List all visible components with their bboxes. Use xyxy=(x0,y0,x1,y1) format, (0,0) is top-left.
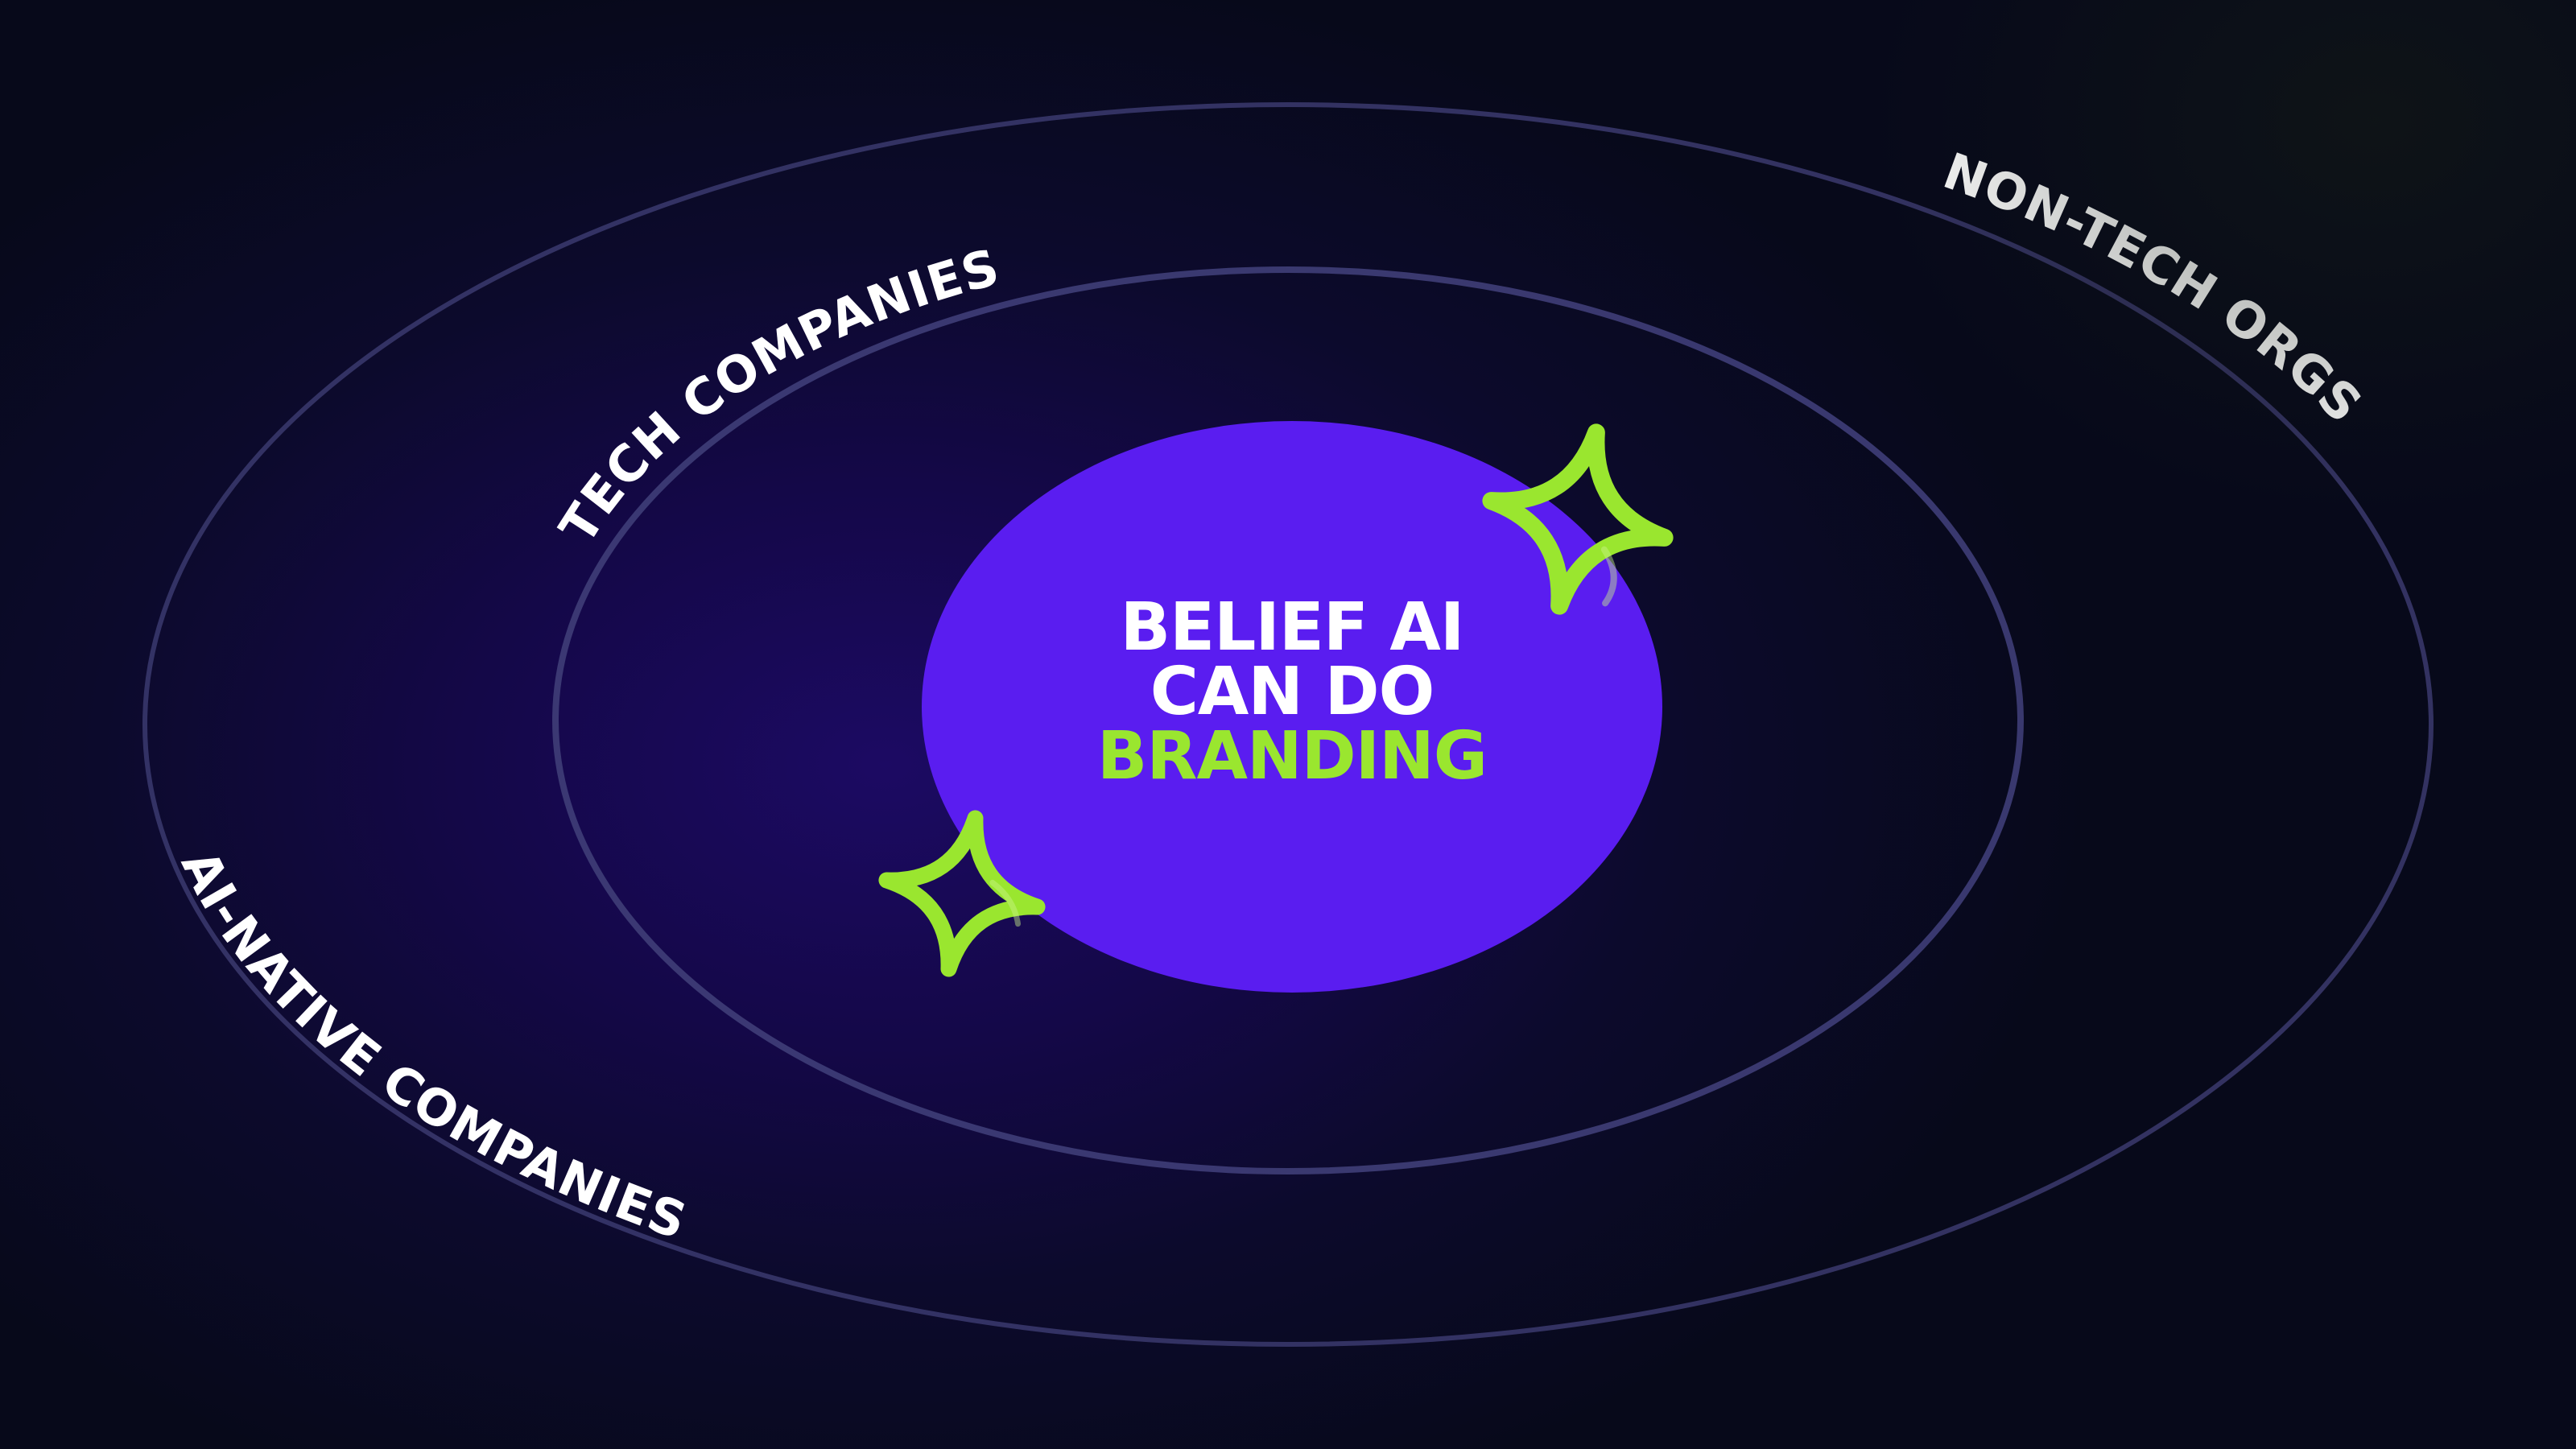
center-line-1: BELIEF AI xyxy=(1120,589,1465,666)
center-line-2: CAN DO xyxy=(1150,654,1435,730)
sparkle-icon xyxy=(1482,423,1674,615)
center-statement: BELIEF AI CAN DO BRANDING xyxy=(958,589,1626,795)
middle-ring xyxy=(552,266,2024,1174)
center-core xyxy=(922,421,1662,993)
sparkle-icon xyxy=(878,810,1046,977)
outer-ring xyxy=(142,102,2434,1347)
ring-label-non-tech-orgs: NON-TECH ORGS xyxy=(1936,141,2374,434)
center-line-3-highlight: BRANDING xyxy=(1096,718,1488,795)
